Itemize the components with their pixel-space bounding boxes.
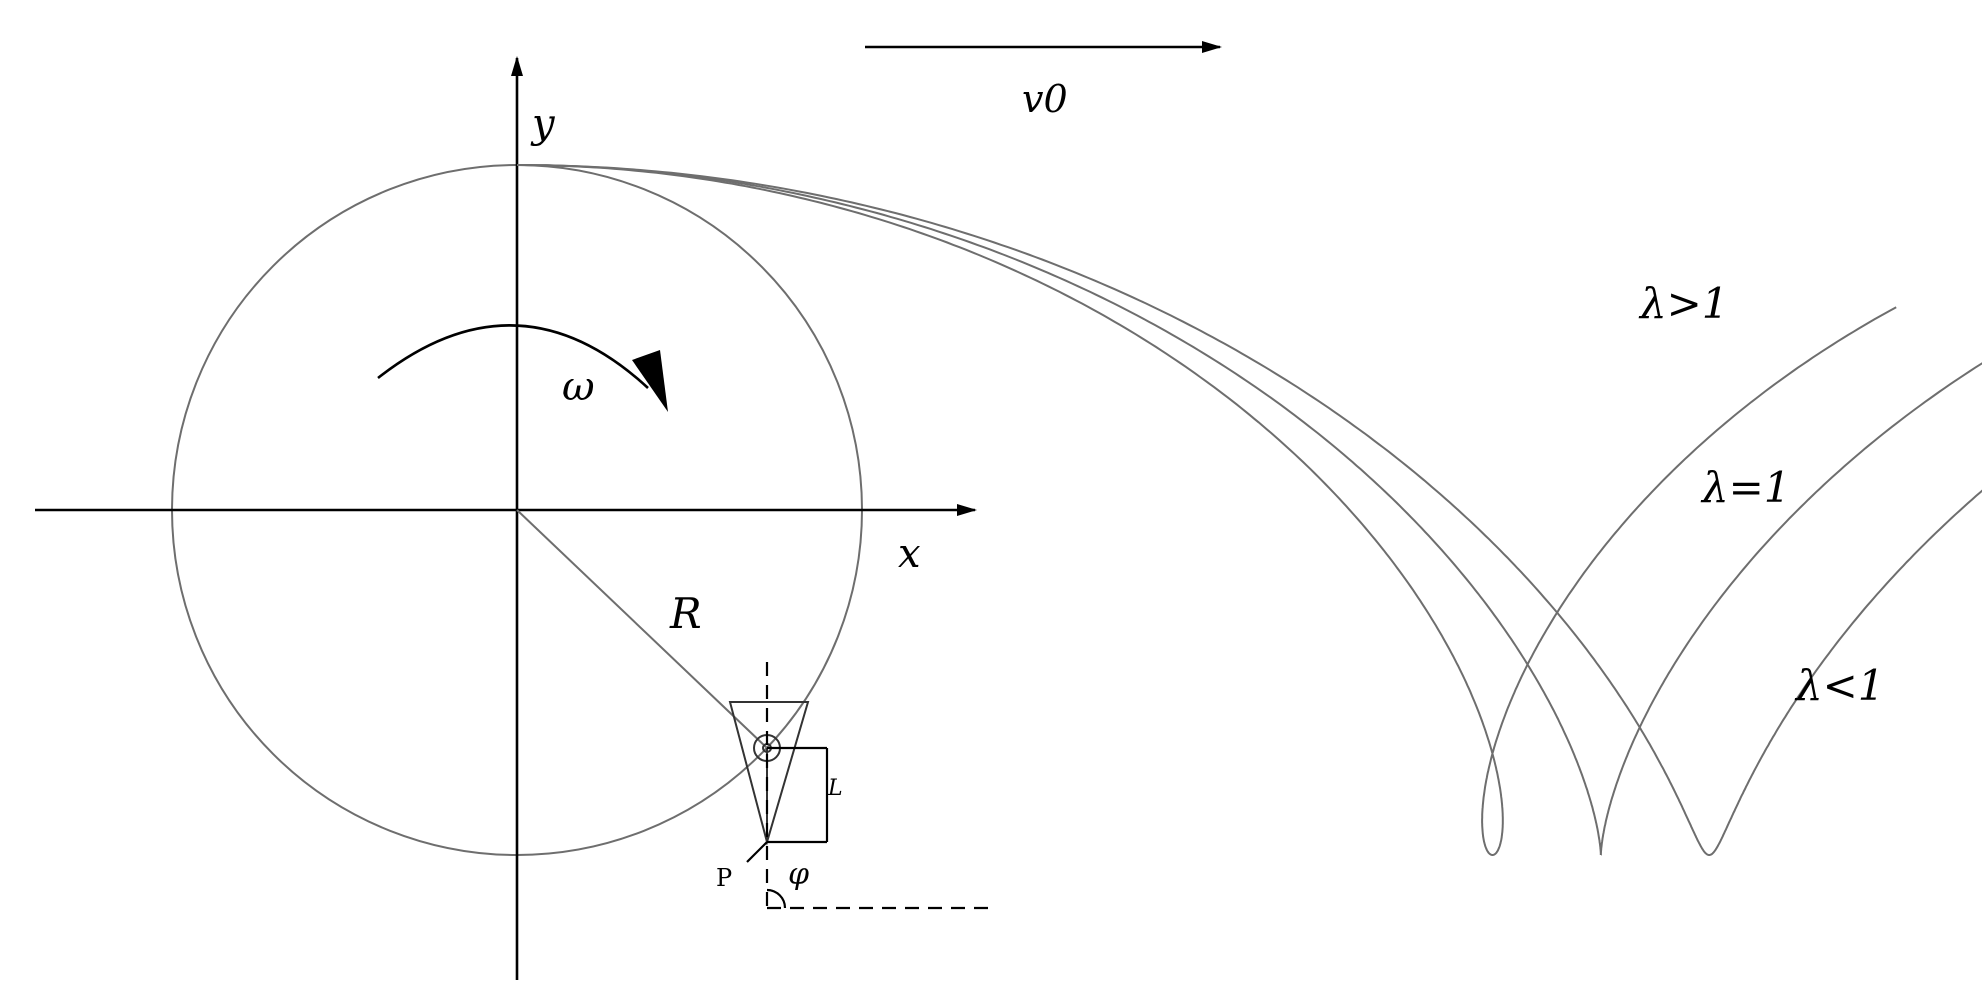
omega-label: ω [562,364,595,410]
curve-label-lambda-eq-1: λ=1 [1700,463,1791,512]
rotation-arrowhead [632,350,668,412]
blade-assembly [728,662,992,910]
trajectory-lambda-eq-1 [517,164,1982,856]
radius-line [516,509,768,749]
curve-label-lambda-gt-1: λ>1 [1638,279,1729,328]
rotation-arrow [377,324,649,389]
blade-body [728,701,810,846]
trajectory-curves [517,164,1982,856]
radius-label: R [669,589,702,638]
point-label: P [716,864,732,892]
trajectory-lambda-lt-1 [517,164,1897,856]
length-label: L [827,776,843,801]
y-axis-label: y [530,101,556,147]
x-axis-label: x [898,531,921,577]
angle-arc [766,888,787,909]
point-leader [746,841,768,863]
angle-label: φ [788,857,809,892]
velocity-label: v0 [1022,77,1068,121]
trajectory-lambda-gt-1 [517,164,1982,856]
curve-label-lambda-lt-1: λ<1 [1794,661,1885,710]
